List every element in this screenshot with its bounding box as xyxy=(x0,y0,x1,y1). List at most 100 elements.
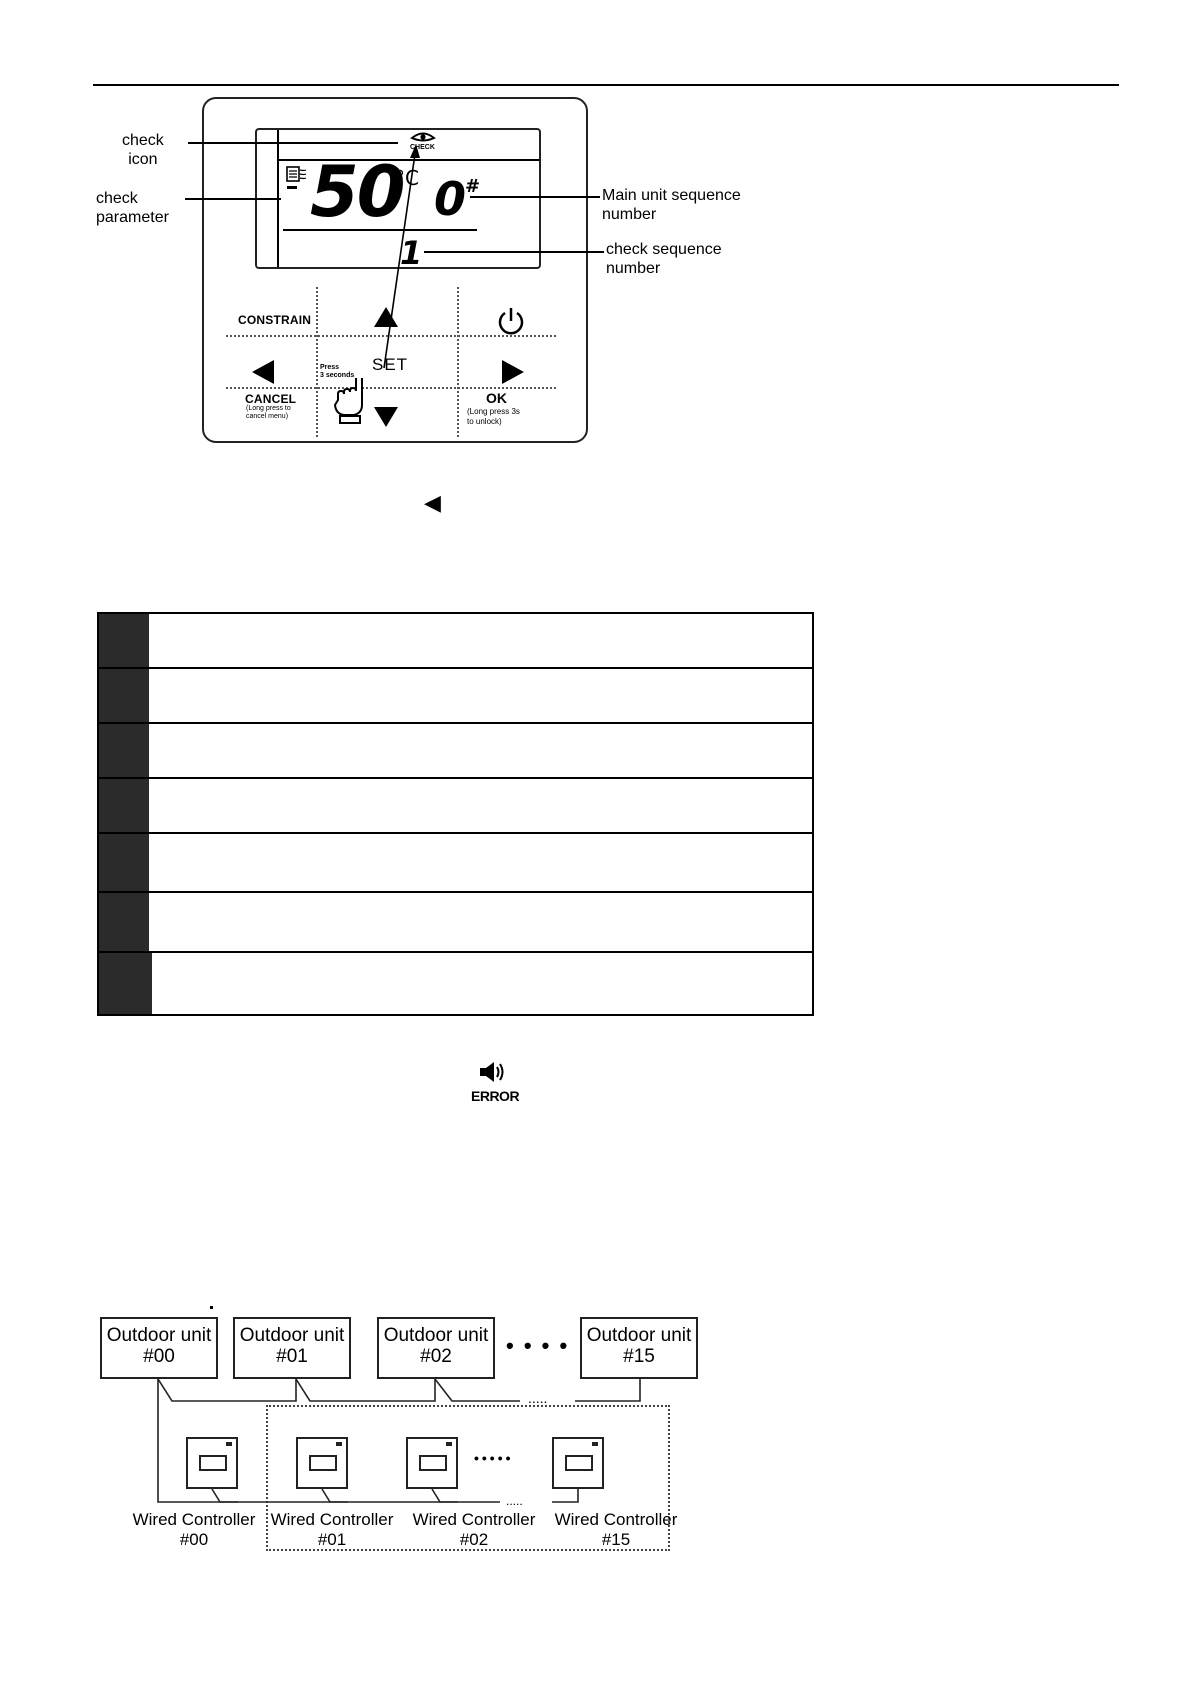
table-row-marker xyxy=(99,893,149,951)
wired-controller-label: Wired Controller xyxy=(270,1510,394,1529)
lcd-check-label: CHECK xyxy=(410,144,435,151)
controller-led xyxy=(226,1442,232,1446)
callout-line-check-parameter xyxy=(185,198,281,200)
callout-check-seq: check sequence number xyxy=(606,241,722,277)
callout-main-unit-seq: Main unit sequence number xyxy=(602,187,741,223)
wired-controller-00 xyxy=(186,1437,238,1489)
svg-text:.....: ..... xyxy=(506,1494,523,1508)
set-to-check-arrow xyxy=(383,144,420,369)
press-hint: Press 3 seconds xyxy=(320,364,355,379)
callout-check-icon: check icon xyxy=(122,132,164,168)
wired-controller-02 xyxy=(406,1437,458,1489)
set-button[interactable]: SET xyxy=(372,355,409,374)
wired-controller-label-15: Wired Controller #15 xyxy=(548,1510,684,1550)
outdoor-unit-00: Outdoor unit #00 xyxy=(100,1317,218,1379)
table-row xyxy=(99,953,812,1014)
tick-mark xyxy=(210,1306,213,1309)
parameter-icon xyxy=(286,166,308,192)
wired-controller-label-01: Wired Controller #01 xyxy=(264,1510,400,1550)
lcd-hash: # xyxy=(465,176,481,197)
constrain-button[interactable]: CONSTRAIN xyxy=(238,313,312,327)
outdoor-unit-01: Outdoor unit #01 xyxy=(233,1317,351,1379)
wired-controller-01 xyxy=(296,1437,348,1489)
outdoor-unit-02: Outdoor unit #02 xyxy=(377,1317,495,1379)
wired-controller-number: #00 xyxy=(179,1530,209,1549)
svg-text:.....: ..... xyxy=(528,1390,547,1406)
table-row xyxy=(99,669,812,724)
controller-led xyxy=(446,1442,452,1446)
lcd-top-divider xyxy=(277,159,539,161)
network-diagram: Outdoor unit #00 Outdoor unit #01 Outdoo… xyxy=(0,1295,1191,1555)
callout-line-check-seq xyxy=(424,251,604,253)
keypad-divider-h2 xyxy=(226,387,556,389)
controller-bus-wiring: ..... xyxy=(157,1441,579,1508)
callout-line-main-seq xyxy=(470,196,600,198)
wired-controller-number: #15 xyxy=(601,1530,631,1549)
table-row xyxy=(99,614,812,669)
outdoor-unit-label: Outdoor unit xyxy=(383,1325,489,1346)
wired-controller-label: Wired Controller xyxy=(554,1510,678,1529)
callout-line-check-icon xyxy=(188,142,398,144)
controller-screen xyxy=(419,1455,447,1471)
lcd-check-seq: 1 xyxy=(400,234,423,272)
keypad-divider-h1 xyxy=(226,335,556,337)
outdoor-unit-number: #02 xyxy=(420,1346,452,1367)
cancel-button[interactable]: CANCEL xyxy=(245,392,297,406)
table-row-marker xyxy=(99,614,149,667)
outdoor-ellipsis: • • • • xyxy=(506,1333,570,1358)
speaker-icon xyxy=(478,1060,508,1089)
wired-controller-body xyxy=(202,97,588,443)
power-button[interactable] xyxy=(496,306,526,341)
ok-button[interactable]: OK xyxy=(486,390,507,406)
cancel-hint: (Long press to cancel menu) xyxy=(246,405,291,420)
wired-controller-label-02: Wired Controller #02 xyxy=(406,1510,542,1550)
left-arrow-button[interactable] xyxy=(250,358,276,391)
right-arrow-button[interactable] xyxy=(500,358,526,391)
table-row xyxy=(99,834,812,893)
left-triangle-glyph: ◀ xyxy=(424,490,441,515)
left-triangle-icon xyxy=(252,360,274,384)
controller-figure: CHECK 50 °C 0 # 1 check icon check param… xyxy=(0,0,1191,460)
controller-ellipsis: ••••• xyxy=(474,1450,514,1466)
table-row-marker xyxy=(99,669,149,722)
table-row-marker xyxy=(99,779,149,832)
table-row xyxy=(99,724,812,779)
up-arrow-button[interactable] xyxy=(372,305,400,334)
keypad-divider-v2 xyxy=(457,287,459,437)
lcd-parameter-value: 50 xyxy=(310,151,405,233)
ok-hint: (Long press 3s to unlock) xyxy=(467,407,520,426)
parameter-table xyxy=(97,612,814,1016)
controller-led xyxy=(592,1442,598,1446)
keypad-divider-v1 xyxy=(316,287,318,437)
right-triangle-icon xyxy=(502,360,524,384)
callout-check-parameter: check parameter xyxy=(96,190,169,226)
controller-group-box xyxy=(266,1405,670,1551)
wired-controller-15 xyxy=(552,1437,604,1489)
outdoor-unit-label: Outdoor unit xyxy=(106,1325,212,1346)
wired-controller-label: Wired Controller xyxy=(412,1510,536,1529)
controller-screen xyxy=(309,1455,337,1471)
lcd-main-seq: 0 xyxy=(434,172,467,226)
table-row xyxy=(99,779,812,834)
outdoor-unit-15: Outdoor unit #15 xyxy=(580,1317,698,1379)
outdoor-unit-number: #00 xyxy=(143,1346,175,1367)
down-triangle-icon xyxy=(374,407,398,427)
table-row xyxy=(99,893,812,953)
table-row-marker xyxy=(99,953,152,1014)
table-row-marker xyxy=(99,724,149,777)
controller-screen xyxy=(199,1455,227,1471)
outdoor-unit-label: Outdoor unit xyxy=(239,1325,345,1346)
down-arrow-button[interactable] xyxy=(372,405,400,434)
wired-controller-number: #01 xyxy=(317,1530,347,1549)
controller-screen xyxy=(565,1455,593,1471)
check-eye-icon xyxy=(410,130,436,142)
outdoor-unit-number: #01 xyxy=(276,1346,308,1367)
controller-led xyxy=(336,1442,342,1446)
outdoor-bus-wiring: ..... xyxy=(157,1378,641,1441)
wired-controller-number: #02 xyxy=(459,1530,489,1549)
wired-controller-label-00: Wired Controller #00 xyxy=(126,1510,262,1550)
table-row-marker xyxy=(99,834,149,891)
wired-controller-label: Wired Controller xyxy=(132,1510,256,1529)
header-rule xyxy=(93,84,1119,86)
press-hand-icon xyxy=(333,374,370,429)
